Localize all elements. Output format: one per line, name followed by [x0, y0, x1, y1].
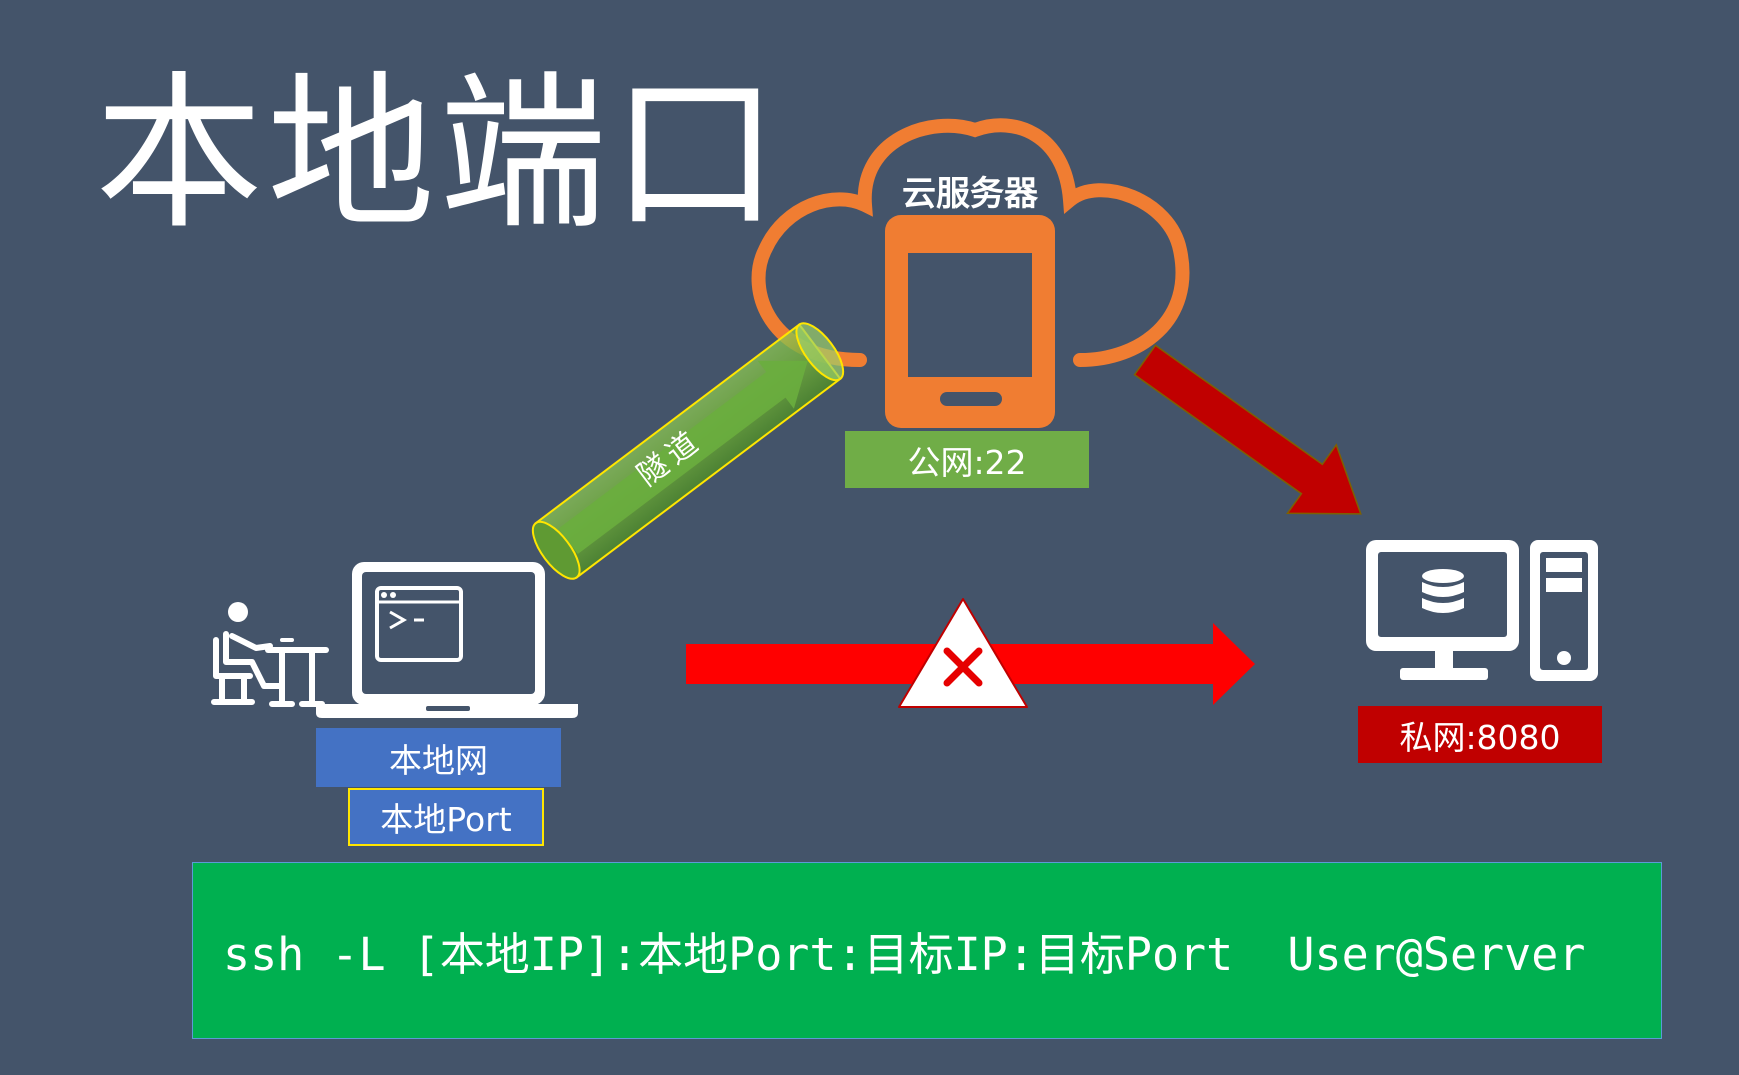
cloud-outline-icon [751, 118, 1190, 367]
private-port-label: 私网:8080 [1358, 706, 1602, 763]
command-box: ssh -L [本地IP]:本地Port:目标IP:目标Port User@Se… [192, 862, 1662, 1039]
local-port-label: 本地Port [348, 788, 544, 846]
laptop-terminal-icon [316, 562, 578, 718]
desktop-database-icon [1366, 540, 1598, 681]
warning-x-icon [898, 598, 1028, 708]
local-network-label: 本地网 [316, 728, 561, 787]
person-at-desk-icon [211, 602, 329, 707]
ssh-command-text: ssh -L [本地IP]:本地Port:目标IP:目标Port User@Se… [223, 928, 1586, 981]
tunnel-tube [531, 322, 845, 580]
mobile-server-icon [885, 215, 1055, 428]
cloud-server-label: 云服务器 [902, 174, 1038, 214]
page-title: 本地端口 [95, 56, 783, 252]
public-port-label: 公网:22 [845, 431, 1089, 488]
forward-arrow [1133, 344, 1362, 515]
